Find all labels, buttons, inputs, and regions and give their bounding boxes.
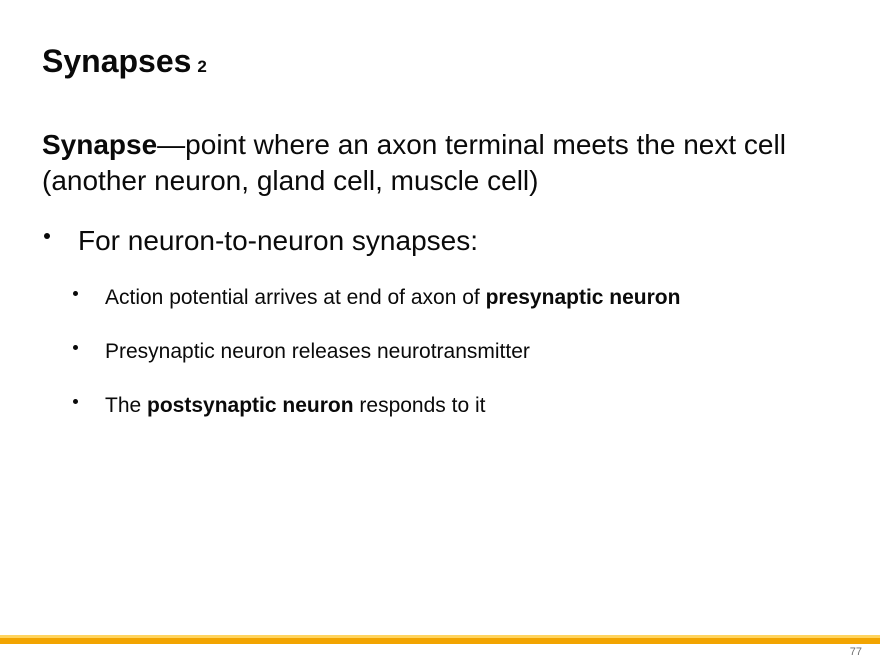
sub-bullet-text: Presynaptic neuron releases neurotransmi… <box>105 339 530 365</box>
sub-bullet-releases-neurotransmitter: Presynaptic neuron releases neurotransmi… <box>73 339 530 365</box>
sub-bullet-pre: Action potential arrives at end of axon … <box>105 286 486 309</box>
sub-bullet-action-potential: Action potential arrives at end of axon … <box>73 285 680 311</box>
sub-bullet-pre: The <box>105 394 148 417</box>
sub-bullet-postsynaptic-responds: The postsynaptic neuron responds to it <box>73 393 485 419</box>
intro-term: Synapse <box>42 129 158 160</box>
sub-bullet-bold: postsynaptic neuron <box>147 394 354 417</box>
slide-title: Synapses 2 <box>42 42 207 86</box>
footer-band-gold <box>0 638 880 644</box>
sub-bullet-bold: presynaptic neuron <box>485 286 681 309</box>
intro-line-2: (another neuron, gland cell, muscle cell… <box>42 165 539 196</box>
intro-line-1-rest: —point where an axon terminal meets the … <box>157 129 786 160</box>
bullet-level1-text: For neuron-to-neuron synapses: <box>78 225 478 256</box>
intro-paragraph: Synapse—point where an axon terminal mee… <box>42 127 842 199</box>
slide-page-number: 77 <box>849 646 862 658</box>
slide-title-text: Synapses <box>42 43 192 79</box>
slide-title-index: 2 <box>197 57 207 76</box>
footer-band-light <box>0 635 880 638</box>
bullet-level1: For neuron-to-neuron synapses: <box>44 224 478 258</box>
sub-bullet-text: Action potential arrives at end of axon … <box>105 285 680 311</box>
intro-line-1: Synapse—point where an axon terminal mee… <box>42 127 842 163</box>
bullet-dot-icon <box>73 345 78 350</box>
bullet-dot-icon <box>73 291 78 296</box>
sub-bullet-text: The postsynaptic neuron responds to it <box>105 393 485 419</box>
bullet-dot-icon <box>44 233 50 239</box>
sub-bullet-post: responds to it <box>353 394 486 417</box>
bullet-dot-icon <box>73 399 78 404</box>
sub-bullet-pre: Presynaptic neuron releases neurotransmi… <box>105 340 530 363</box>
